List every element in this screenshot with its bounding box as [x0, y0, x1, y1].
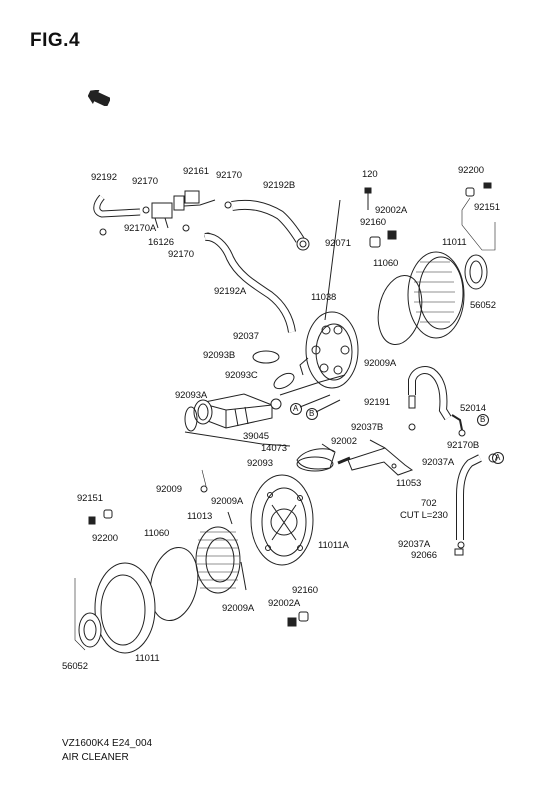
callout-120: 120: [362, 169, 378, 180]
callout-92009A-2: 92009A: [211, 496, 244, 507]
fwd-arrow-icon: [88, 90, 110, 106]
gasket-92093C: [273, 372, 295, 390]
callout-92037B: 92037B: [351, 422, 384, 433]
callout-56052-bottom: 56052: [62, 661, 88, 672]
valve-16126: [151, 190, 216, 229]
callout-92093A: 92093A: [175, 390, 208, 401]
callout-92151-bottom: 92151: [77, 493, 103, 504]
ref-A-right: A: [495, 453, 501, 462]
callout-92170-3: 92170: [168, 249, 194, 260]
callout-92093: 92093: [247, 458, 273, 469]
hose-702: [454, 453, 498, 556]
cover-11011-bottom: [94, 562, 156, 654]
seal-ring-11060-bottom: [149, 546, 199, 622]
footer-model-code: VZ1600K4 E24_004: [62, 738, 153, 749]
breather-39045: [193, 374, 346, 429]
bolt-92009A-bottom: [240, 561, 247, 591]
washer-92200-top: [465, 187, 475, 197]
callout-92093B: 92093B: [203, 350, 236, 361]
callout-92192A: 92192A: [214, 286, 247, 297]
hose-92192: [93, 194, 141, 218]
bolt-92151-bottom: [88, 516, 96, 525]
callout-92093C: 92093C: [225, 370, 258, 381]
callout-92009A-1: 92009A: [364, 358, 397, 369]
callout-92037: 92037: [233, 331, 259, 342]
bolt-92009: [200, 485, 208, 493]
hose-92192B: [231, 199, 310, 251]
ref-markers: [290, 394, 504, 464]
callout-92151-top: 92151: [474, 202, 500, 213]
callout-39045: 39045: [243, 431, 269, 442]
callout-14073: 14073: [261, 443, 287, 454]
filter-element-11013: [195, 526, 241, 594]
callout-92200-top: 92200: [458, 165, 484, 176]
callout-11060-top: 11060: [373, 258, 399, 269]
leader-39045: [184, 431, 291, 447]
callout-92160-bottom: 92160: [292, 585, 318, 596]
callout-92002: 92002: [331, 436, 357, 447]
fitting-52014: [451, 414, 466, 437]
callout-92170-2: 92170: [216, 170, 242, 181]
seal-ring-11060-top: [377, 274, 423, 346]
callout-92071: 92071: [325, 238, 351, 249]
callout-cut-length: CUT L=230: [400, 510, 448, 521]
callout-92170-1: 92170: [132, 176, 158, 187]
callout-92161: 92161: [183, 166, 209, 177]
screw-92002: [337, 456, 351, 465]
adapter-14073: [296, 443, 336, 472]
hose-92191: [408, 366, 452, 421]
leader-92151-top: [461, 197, 496, 251]
callout-92170B: 92170B: [447, 440, 480, 451]
gasket-92093A: [184, 406, 198, 432]
callout-11013: 11013: [187, 511, 213, 522]
ref-B-right: B: [480, 415, 486, 424]
ref-B-left: B: [309, 409, 315, 418]
callout-92066: 92066: [411, 550, 437, 561]
clamp-92037B: [408, 423, 416, 431]
callout-11011-top: 11011: [442, 237, 467, 248]
callout-11038: 11038: [311, 292, 337, 303]
callout-92037A-2: 92037A: [398, 539, 431, 550]
callout-92009: 92009: [156, 484, 182, 495]
spacer-92160-bottom: [298, 611, 309, 622]
leader-emblem-bottom: [74, 578, 86, 651]
callout-16126: 16126: [148, 237, 174, 248]
callout-92192B: 92192B: [263, 180, 296, 191]
callout-92037A-1: 92037A: [422, 457, 455, 468]
bolt-92151-top: [483, 182, 492, 189]
emblem-56052-top: [464, 254, 488, 290]
housing-11011A: [250, 474, 314, 566]
spacer-92160-top: [369, 230, 397, 248]
bolt-92009A-mid: [227, 511, 233, 525]
callout-11053: 11053: [396, 478, 422, 489]
ref-A-left: A: [293, 404, 299, 413]
callout-92002A-bottom: 92002A: [268, 598, 301, 609]
callout-11011A: 11011A: [318, 540, 349, 551]
backing-plate-11038: [299, 199, 359, 389]
callout-11060-bottom: 11060: [144, 528, 170, 539]
bracket-11053: [347, 439, 414, 476]
bolt-120: [364, 187, 372, 210]
callout-92170A: 92170A: [124, 223, 157, 234]
callout-56052-top: 56052: [470, 300, 496, 311]
cover-11011-top: [407, 251, 465, 339]
figure-title: FIG.4: [30, 30, 81, 51]
callout-702: 702: [421, 498, 437, 509]
emblem-56052-bottom: [78, 612, 102, 648]
callout-11011-bottom: 11011: [135, 653, 160, 664]
washer-92200-bottom: [103, 509, 113, 519]
screw-92002A-bottom: [287, 617, 297, 627]
gasket-92093B: [252, 350, 280, 364]
hose-92192A: [204, 232, 296, 333]
callout-92002A-top: 92002A: [375, 205, 408, 216]
callout-92009A-3: 92009A: [222, 603, 255, 614]
callout-92192: 92192: [91, 172, 117, 183]
callout-92191: 92191: [364, 397, 390, 408]
callout-52014: 52014: [460, 403, 486, 414]
footer-section-name: AIR CLEANER: [62, 752, 129, 763]
callout-92200-bottom: 92200: [92, 533, 118, 544]
callout-92160-top: 92160: [360, 217, 386, 228]
